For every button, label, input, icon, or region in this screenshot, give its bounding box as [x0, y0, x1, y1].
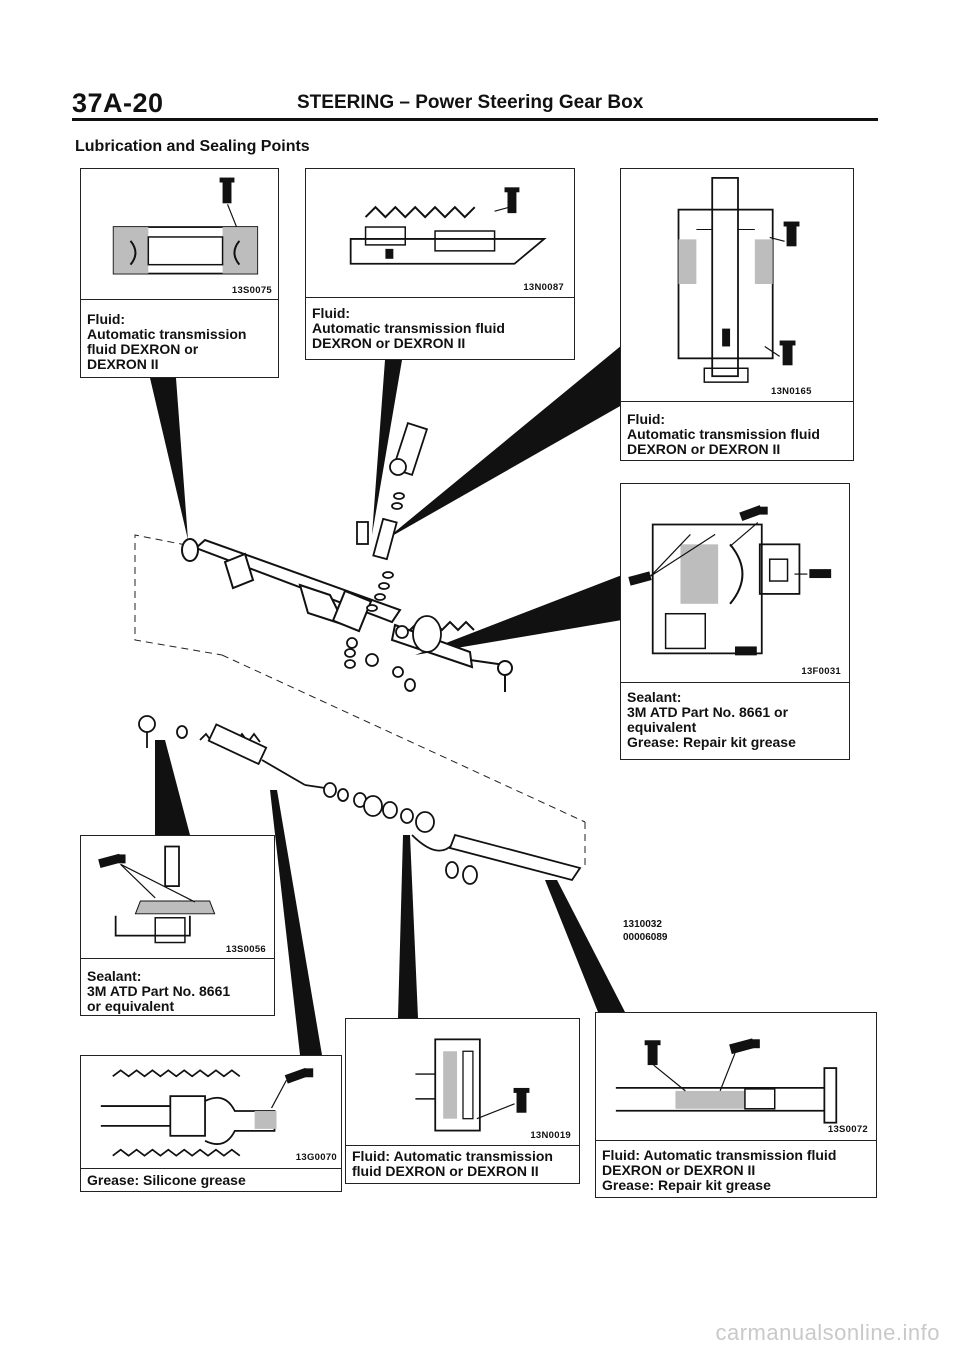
callout-box-13S0072: 13S0072 Fluid: Automatic transmission fl… — [595, 1012, 877, 1198]
watermark: carmanualsonline.info — [715, 1320, 940, 1345]
figure-code: 13S0056 — [225, 944, 266, 955]
leader-wedge — [398, 835, 418, 1018]
figure-code: 13N0019 — [530, 1130, 571, 1141]
oil-can-icon — [504, 187, 520, 214]
header-rule — [72, 118, 878, 121]
leader-wedge — [150, 378, 188, 540]
valve-body-figure — [621, 169, 853, 397]
callout-caption: Grease: Silicone grease — [87, 1172, 246, 1188]
figure-code: 13N0165 — [771, 386, 812, 397]
leader-wedge — [270, 790, 322, 1055]
callout-caption: Sealant: 3M ATD Part No. 8661 or equival… — [627, 689, 796, 750]
callout-caption: Fluid: Automatic transmission fluid DEXR… — [602, 1147, 837, 1193]
oil-can-icon — [779, 340, 796, 366]
oil-can-icon — [783, 221, 800, 247]
grease-gun-icon — [628, 571, 652, 586]
callout-caption: Sealant: 3M ATD Part No. 8661 or equival… — [87, 968, 231, 1014]
figure-code: 13G0070 — [295, 1152, 337, 1163]
section-title: Lubrication and Sealing Points — [75, 138, 310, 155]
leader-wedge — [385, 345, 622, 540]
figure-code: 13S0075 — [231, 285, 272, 296]
callout-box-13N0019: 13N0019 Fluid: Automatic transmission fl… — [345, 1018, 580, 1184]
grease-gun-icon — [739, 505, 768, 522]
figure-code: 13N0087 — [523, 282, 564, 293]
bearing-seal-figure — [346, 1019, 579, 1143]
leader-wedge — [545, 880, 625, 1012]
leader-wedge — [415, 575, 622, 655]
valve-housing-sealant-figure — [621, 484, 849, 682]
callout-box-13N0087: 13N0087 Fluid: Automatic transmission fl… — [305, 168, 575, 360]
rack-housing-figure — [306, 169, 574, 294]
tie-rod-end-figure — [81, 836, 274, 956]
callout-box-13S0075: 13S0075 Fluid: Automatic transmission fl… — [80, 168, 279, 378]
grease-gun-icon — [98, 853, 126, 868]
grease-gun-icon — [284, 1067, 314, 1084]
callout-caption: Fluid: Automatic transmission fluid DEXR… — [312, 305, 505, 351]
callout-box-13S0056: 13S0056 Sealant: 3M ATD Part No. 8661 or… — [80, 835, 275, 1016]
callout-box-13F0031: 13F0031 Sealant: 3M ATD Part No. 8661 or… — [620, 483, 850, 760]
callout-caption: Fluid: Automatic transmission fluid DEXR… — [87, 311, 247, 372]
grease-gun-icon — [809, 569, 832, 579]
oil-can-icon — [513, 1087, 530, 1113]
oil-can-icon — [644, 1040, 661, 1066]
oil-can-icon — [219, 177, 235, 204]
callout-box-13N0165: 13N0165 Fluid: Automatic transmission fl… — [620, 168, 854, 461]
page-title: STEERING – Power Steering Gear Box — [297, 92, 644, 113]
callout-box-13G0070: 13G0070 Grease: Silicone grease — [80, 1055, 342, 1192]
leader-wedge — [372, 360, 402, 535]
rack-end-figure — [596, 1013, 876, 1140]
page-number: 37A-20 — [72, 88, 164, 118]
seal-cross-section-figure — [81, 169, 278, 297]
callout-caption: Fluid: Automatic transmission fluid DEXR… — [627, 411, 820, 457]
figure-code: 13F0031 — [801, 666, 841, 677]
callout-caption: Fluid: Automatic transmission fluid DEXR… — [352, 1148, 553, 1179]
grease-gun-icon — [735, 646, 757, 656]
figure-code: 13S0072 — [827, 1124, 868, 1135]
leader-wedge — [155, 740, 190, 835]
grease-gun-icon — [729, 1038, 760, 1055]
exploded-view-code: 1310032 — [623, 919, 662, 930]
bellows-boot-figure — [81, 1056, 341, 1170]
exploded-view-code: 00006089 — [623, 932, 668, 943]
